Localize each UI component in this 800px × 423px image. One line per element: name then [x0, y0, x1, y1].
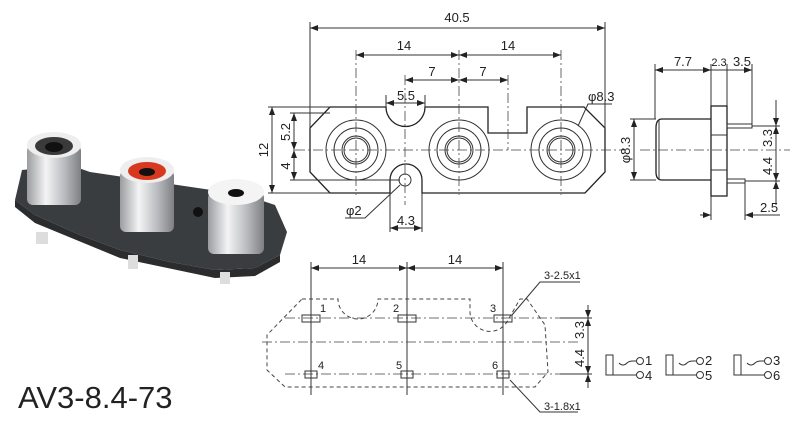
pin-label: 3 [490, 303, 496, 315]
dim-flange-thickness: 2.3 [711, 57, 726, 69]
schematic-pin-label: 2 [705, 353, 712, 368]
schematic-pin-label: 4 [645, 368, 652, 383]
dim-pin-upper-offset: 3.3 [760, 129, 775, 147]
schematic-jack-3: 36 [733, 353, 780, 383]
schematic-pin-label: 3 [773, 353, 780, 368]
lower-pad-note: 3-1.8x1 [544, 401, 581, 413]
schematic-jack-2: 25 [665, 353, 712, 383]
dim-tab-width: 4.3 [397, 213, 415, 228]
pcb-dim-lower-offset: 4.4 [572, 349, 587, 367]
dim-pin-lower-length: 2.5 [760, 200, 778, 215]
dim-height-total: 12 [256, 143, 271, 157]
schematics: 14 25 36 [605, 353, 780, 383]
white-jack [208, 179, 264, 254]
schematic-pin-label: 5 [705, 368, 712, 383]
dim-half-pitch-left: 7 [428, 64, 435, 79]
dim-overall-width: 40.5 [444, 10, 469, 25]
pin-label: 5 [396, 360, 402, 372]
dim-side-diameter: φ8.3 [618, 137, 633, 164]
dim-half-pitch-right: 7 [479, 64, 486, 79]
dim-height-lower: 4 [278, 162, 293, 169]
top-view: 40.5 14 14 7 7 5.5 12 5.2 4 φ2 4.3 φ8.3 [256, 10, 625, 232]
pin-label: 2 [393, 303, 399, 315]
dim-pin-length: 3.5 [733, 54, 751, 69]
dim-pin-lower-offset: 4.4 [760, 157, 775, 175]
dim-jack-diameter: φ8.3 [588, 89, 615, 104]
dim-pitch-left: 14 [397, 38, 411, 53]
pcb-layout: 14 14 1 2 3 4 5 6 3-2.5x1 3-1.8x1 3.3 4.… [262, 252, 592, 413]
pin-label: 1 [320, 303, 326, 315]
dim-notch-width: 5.5 [397, 88, 415, 103]
schematic-jack-1: 14 [605, 353, 652, 383]
model-title: AV3-8.4-73 [18, 380, 173, 415]
schematic-pin-label: 6 [773, 368, 780, 383]
schematic-pin-label: 1 [645, 353, 652, 368]
red-jack [120, 157, 174, 232]
dim-body-length: 7.7 [674, 54, 692, 69]
upper-pad-note: 3-2.5x1 [544, 270, 581, 282]
pin-label: 4 [318, 360, 324, 372]
pcb-dim-pitch-left: 14 [352, 252, 366, 267]
dim-hole-diameter: φ2 [346, 203, 362, 218]
black-jack [27, 132, 81, 205]
pin-label: 6 [492, 360, 498, 372]
side-view: 7.7 2.3 3.5 3.3 4.4 2.5 φ8.3 [618, 54, 790, 220]
dim-height-upper: 5.2 [278, 123, 293, 141]
pcb-dim-pitch-right: 14 [448, 252, 462, 267]
dim-pitch-right: 14 [501, 38, 515, 53]
product-photo [15, 132, 287, 284]
pcb-dim-upper-offset: 3.3 [572, 321, 587, 339]
